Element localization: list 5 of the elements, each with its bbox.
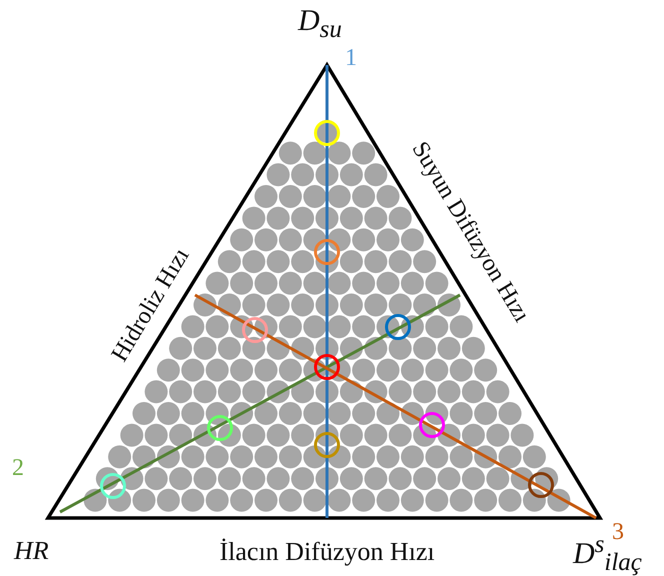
line-number: 2 (12, 456, 24, 480)
axis-label: İlacın Difüzyon Hızı (220, 539, 435, 565)
vertex-label: D$_{su}$ (298, 6, 342, 42)
vertex-label: HR (14, 538, 49, 564)
line-number: 1 (345, 46, 357, 70)
